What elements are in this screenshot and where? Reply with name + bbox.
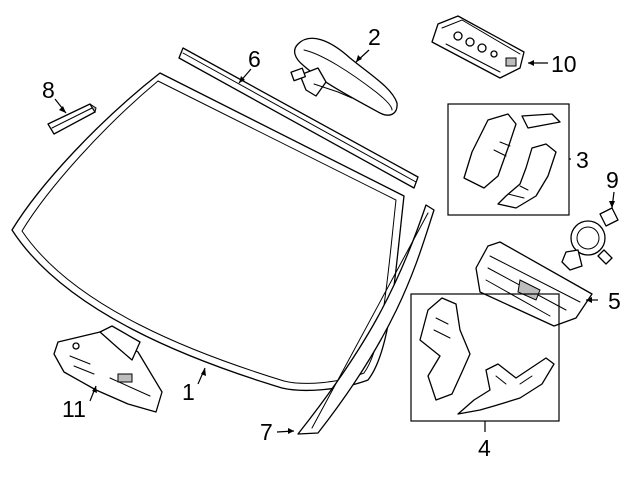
- mirror-cover-set: [447, 103, 570, 216]
- callout-labels: 1 2 3 4 5 6 7 8 9 10 11: [42, 24, 621, 461]
- callout-5: 5: [608, 288, 621, 314]
- sensor-module: [431, 15, 525, 79]
- callout-6: 6: [248, 46, 261, 72]
- side-molding: [297, 204, 435, 435]
- arrowheads: [59, 55, 615, 434]
- sensor-cover-set: [410, 293, 560, 422]
- callout-4: 4: [478, 435, 491, 461]
- callout-3: 3: [576, 147, 589, 173]
- callout-2: 2: [368, 24, 381, 50]
- rearview-mirror: [290, 37, 398, 116]
- rain-sensor: [561, 207, 619, 271]
- small-bracket: [47, 103, 97, 135]
- upper-molding: [178, 47, 419, 189]
- camera-bracket: [475, 241, 593, 327]
- callout-10: 10: [551, 51, 577, 77]
- callout-11: 11: [62, 396, 86, 422]
- callout-8: 8: [42, 77, 55, 103]
- callout-9: 9: [606, 167, 619, 193]
- callout-7: 7: [260, 419, 273, 445]
- callout-1: 1: [182, 379, 195, 405]
- windshield: [11, 72, 405, 392]
- camera-module: [53, 325, 163, 413]
